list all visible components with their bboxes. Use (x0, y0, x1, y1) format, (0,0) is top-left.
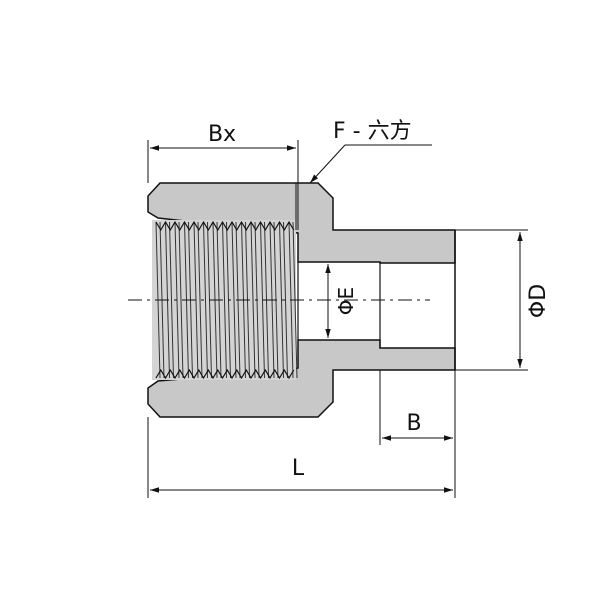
label-bx: Bx (208, 122, 236, 147)
label-phi-e: ΦE (334, 287, 358, 315)
label-f-hex: F - 六方 (333, 119, 412, 144)
label-l: L (292, 456, 305, 481)
label-b: B (406, 411, 421, 436)
dimension-l: L (147, 417, 453, 498)
dimension-phi-d: ΦD (455, 229, 551, 371)
dimension-phi-e: ΦE (325, 264, 358, 338)
leader-f-hex: F - 六方 (309, 119, 432, 184)
thread-edge (155, 368, 295, 380)
dimension-b: B (379, 370, 456, 498)
thread-edge (155, 220, 295, 232)
dimension-bx: Bx (147, 122, 299, 230)
label-phi-d: ΦD (526, 284, 551, 318)
